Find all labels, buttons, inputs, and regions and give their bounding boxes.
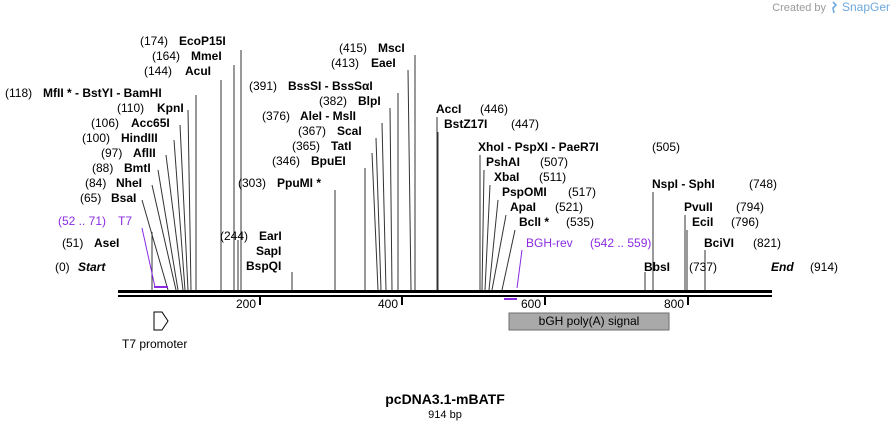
dna-backbone — [118, 290, 772, 297]
site-blpi: (382)BlpI — [319, 94, 381, 108]
site-line-pspomi — [488, 199, 499, 291]
site-apai: ApaI(521) — [510, 200, 583, 214]
site-line-alei — [381, 122, 387, 291]
site-pshai: PshAI(507) — [486, 155, 568, 169]
site-bmti: (88)BmtI — [92, 161, 151, 175]
tick-label-600: 600 — [521, 297, 541, 311]
plasmid-length: 914 bp — [428, 409, 462, 421]
bgh-rev-primer-range: (542 .. 559) — [590, 236, 651, 250]
site-line-hindiii — [173, 139, 186, 291]
site-scai: (367)ScaI — [298, 124, 362, 138]
terminator-box — [508, 312, 670, 331]
start-pos: (0) — [55, 260, 70, 274]
tick-label-200: 200 — [236, 297, 256, 311]
site-line-apai — [491, 214, 507, 291]
feature-label-t7-promoter: T7 promoter — [122, 337, 187, 351]
primer-labels: (52 .. 71) T7 BGH-rev (542 .. 559) — [58, 214, 651, 250]
site-mmei: (164)MmeI — [152, 49, 222, 63]
start-label: Start — [78, 260, 106, 274]
site-bbsi: BbsI(737) — [644, 260, 717, 274]
site-line-bcli — [501, 229, 516, 291]
feature-label-bgh-polya: bGH poly(A) signal — [539, 314, 640, 328]
end-label: End — [771, 260, 794, 274]
site-line-blpi — [389, 107, 393, 291]
ruler-ticks: 200 400 600 800 — [236, 297, 689, 311]
created-by-text: Created by — [772, 2, 826, 14]
site-acc65i: (106)Acc65I — [91, 116, 170, 130]
site-bstz17i: BstZ17I(447) — [444, 117, 539, 131]
site-bcli: BclI *(535) — [519, 215, 594, 229]
site-line-eaei — [407, 69, 412, 291]
site-line-acc65i — [179, 124, 189, 291]
site-pvuii: PvuII(794) — [684, 200, 764, 214]
site-sapi: SapI — [256, 244, 281, 258]
site-tati: (365)TatI — [292, 139, 351, 153]
site-bcivi: BciVI(821) — [704, 236, 781, 250]
site-line-xbai — [484, 184, 491, 291]
bgh-rev-primer-line — [516, 249, 523, 289]
snapgene-logo-icon — [832, 1, 838, 14]
t7-primer-name: T7 — [118, 214, 132, 228]
enzyme-labels-right: AccI(446) BstZ17I(447) XhoI - PspXI - Pa… — [436, 102, 781, 274]
site-kpni: (110)KpnI — [117, 101, 184, 115]
site-ppumi: (303)PpuMI * — [238, 176, 321, 190]
site-eaei: (413)EaeI — [331, 56, 396, 70]
site-acci: AccI(446) — [436, 102, 508, 116]
site-bsai: (65)BsaI — [80, 191, 136, 205]
site-line-aflii — [165, 154, 184, 291]
site-line-nhei — [151, 184, 177, 291]
site-line-kpni — [187, 109, 192, 291]
t7-primer-line — [141, 227, 156, 288]
map-ends: (0) Start End (914) — [55, 260, 838, 274]
site-ecii: EciI(796) — [692, 215, 759, 229]
site-alei-msli: (376)AleI - MslI — [262, 109, 356, 123]
site-nhei: (84)NheI — [85, 176, 142, 190]
site-line-pshai — [481, 169, 485, 291]
site-eari: (244)EarI — [220, 229, 282, 243]
site-lines — [141, 50, 706, 291]
site-ecop15i: (174)EcoP15I — [140, 34, 226, 48]
end-pos: (914) — [810, 260, 838, 274]
bgh-rev-primer-name: BGH-rev — [526, 236, 573, 250]
t7-primer-range: (52 .. 71) — [58, 214, 106, 228]
site-pspomi: PspOMI(517) — [502, 185, 596, 199]
tick-label-400: 400 — [378, 297, 398, 311]
site-xbai: XbaI(511) — [494, 170, 566, 184]
site-acui: (144)AcuI — [144, 64, 211, 78]
site-line-bsai — [141, 199, 169, 291]
primer-marks — [141, 227, 523, 300]
plasmid-name: pcDNA3.1-mBATF — [385, 391, 505, 407]
site-aflii: (97)AflII — [101, 146, 156, 160]
tick-label-800: 800 — [664, 297, 684, 311]
backbone-top-strand — [118, 290, 772, 293]
snapgene-branding: Created by SnapGene — [772, 0, 890, 14]
site-bsssi-bsssai: (391)BssSI - BssSαI — [249, 79, 373, 93]
site-msci: (415)MscI — [339, 41, 405, 55]
site-line-bmti — [157, 169, 179, 291]
site-bspqi: BspQI — [246, 259, 281, 273]
backbone-bottom-strand — [118, 295, 772, 297]
site-xhoi-pspxi-paer7i: XhoI - PspXI - PaeR7I(505) — [478, 140, 680, 154]
enzyme-labels-left: (51)AseI (65)BsaI (84)NheI (88)BmtI (97)… — [5, 34, 405, 273]
site-hindiii: (100)HindIII — [82, 131, 158, 145]
site-line-tati — [371, 152, 379, 291]
site-asei: (51)AseI — [62, 236, 119, 250]
feature-bgh-polya: bGH poly(A) signal — [508, 312, 670, 331]
promoter-arrow-icon — [153, 311, 169, 331]
site-bpuei: (346)BpuEI — [272, 154, 346, 168]
site-mfii-bstyi-bamhi: (118)MfII * - BstYI - BamHI — [5, 86, 162, 100]
map-title: pcDNA3.1-mBATF 914 bp — [385, 391, 505, 421]
site-line-scai — [375, 137, 382, 291]
feature-t7-promoter: T7 promoter — [122, 311, 187, 351]
snapgene-brand-text: SnapGene — [842, 0, 890, 14]
site-nspi-sphi: NspI - SphI(748) — [652, 177, 777, 191]
